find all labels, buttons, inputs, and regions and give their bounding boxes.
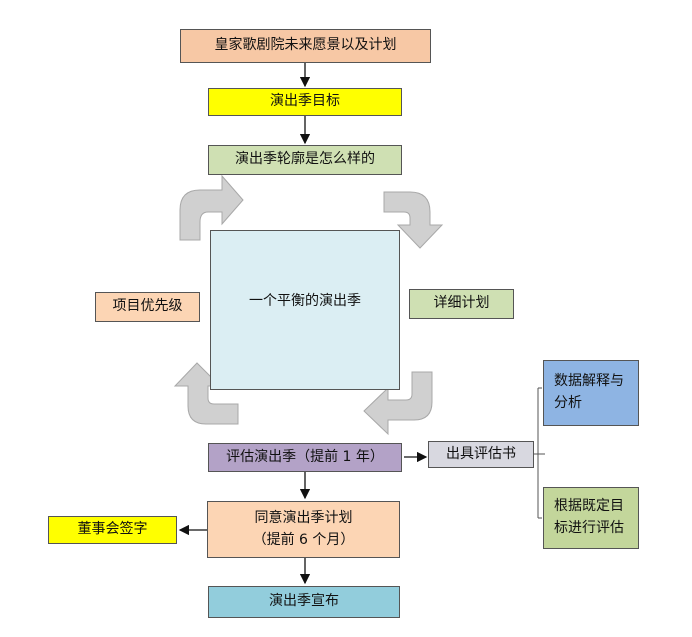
announce-season-box: 演出季宣布 bbox=[208, 586, 400, 618]
project-priority-label: 项目优先级 bbox=[112, 298, 183, 315]
cycle-arrow-bottom-right bbox=[363, 371, 433, 436]
detailed-plan-box: 详细计划 bbox=[409, 289, 514, 319]
evaluate-by-goals-line-1: 根据既定目 bbox=[554, 498, 624, 515]
issue-report-box: 出具评估书 bbox=[428, 441, 534, 468]
project-priority-box: 项目优先级 bbox=[95, 292, 200, 322]
data-interpretation-line-2: 分析 bbox=[554, 395, 582, 411]
board-signature-label: 董事会签字 bbox=[77, 521, 148, 538]
board-signature-box: 董事会签字 bbox=[48, 516, 177, 544]
season-outline-box: 演出季轮廓是怎么样的 bbox=[208, 145, 402, 175]
announce-season-label: 演出季宣布 bbox=[269, 593, 339, 610]
vision-box: 皇家歌剧院未来愿景以及计划 bbox=[180, 29, 431, 63]
approve-plan-line-1: 同意演出季计划 bbox=[254, 509, 353, 526]
season-goal-label: 演出季目标 bbox=[270, 93, 340, 110]
balanced-season-label: 一个平衡的演出季 bbox=[249, 293, 361, 309]
evaluate-by-goals-line-2: 标进行评估 bbox=[554, 520, 624, 536]
cycle-arrow-top-left bbox=[179, 174, 244, 241]
issue-report-label: 出具评估书 bbox=[446, 445, 516, 462]
season-goal-box: 演出季目标 bbox=[208, 88, 402, 116]
balanced-season-box: 一个平衡的演出季 bbox=[210, 230, 400, 390]
approve-plan-line-2: （提前 6 个月） bbox=[252, 531, 355, 548]
approve-plan-box: 同意演出季计划 （提前 6 个月） bbox=[207, 501, 400, 558]
season-outline-label: 演出季轮廓是怎么样的 bbox=[235, 151, 375, 168]
detailed-plan-label: 详细计划 bbox=[433, 295, 490, 312]
cycle-arrow-bottom-left bbox=[173, 362, 239, 425]
evaluate-by-goals-box: 根据既定目 标进行评估 bbox=[543, 487, 639, 549]
evaluate-season-box: 评估演出季（提前 1 年） bbox=[208, 443, 402, 472]
evaluate-season-label: 评估演出季（提前 1 年） bbox=[226, 448, 384, 465]
vision-label: 皇家歌剧院未来愿景以及计划 bbox=[214, 37, 397, 54]
data-interpretation-box: 数据解释与 分析 bbox=[543, 360, 639, 426]
data-interpretation-line-1: 数据解释与 bbox=[554, 373, 624, 390]
cycle-arrow-top-right bbox=[383, 191, 444, 249]
